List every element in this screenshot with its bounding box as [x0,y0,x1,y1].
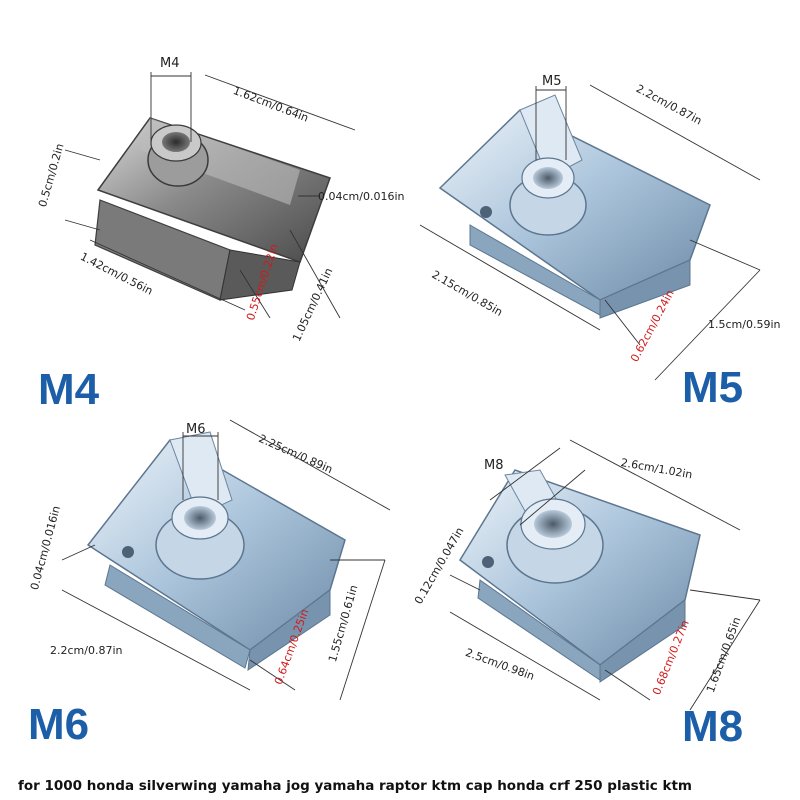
m6-width-label: 2.2cm/0.87in [50,644,123,657]
product-caption: for 1000 honda silverwing yamaha jog yam… [18,778,692,794]
m5-depth-label: 1.5cm/0.59in [708,318,781,331]
m4-clip-nut [94,117,331,301]
m6-clip-nut [86,431,346,672]
m6-thread-label: M6 [186,422,206,437]
m4-thread-label: M4 [160,56,180,71]
m8-size-title: M8 [682,702,744,751]
m6-dimension-lines [61,419,391,701]
m5-size-title: M5 [682,363,744,412]
m8-clip-nut [459,469,701,683]
m5-clip-nut [438,94,711,319]
m6-size-title: M6 [28,700,90,749]
m4-size-title: M4 [38,365,100,414]
m8-dimension-lines [449,439,761,711]
m5-thread-label: M5 [542,74,562,89]
m4-thickness-label: 0.04cm/0.016in [318,190,405,203]
m4-dimension-lines [64,72,356,319]
m8-thread-label: M8 [484,458,504,473]
m5-dimension-lines [419,84,761,381]
